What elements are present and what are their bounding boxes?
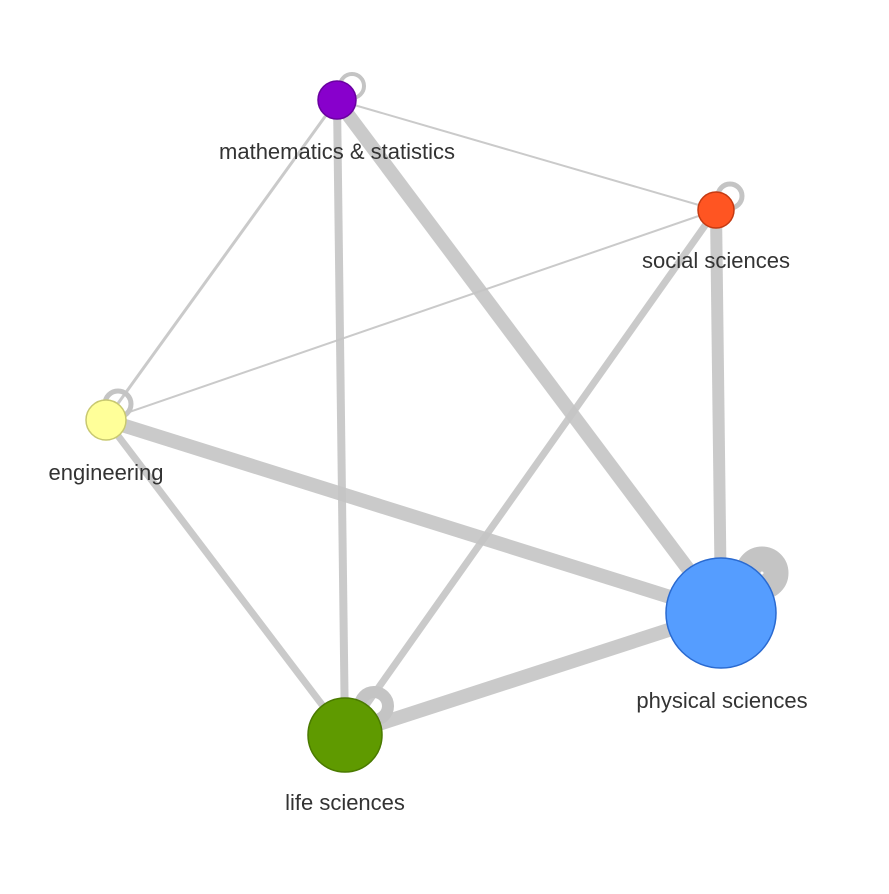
- edge-soc-phys: [710, 209, 727, 614]
- edge-soc-eng: [105, 209, 717, 421]
- edge-life-phys: [342, 606, 724, 742]
- edge-eng-life: [103, 417, 348, 738]
- node-label-phys: physical sciences: [636, 688, 807, 713]
- edge-eng-phys: [103, 413, 724, 620]
- node-label-soc: social sciences: [642, 248, 790, 273]
- node-soc[interactable]: [697, 191, 735, 229]
- node-eng[interactable]: [85, 399, 127, 441]
- edge-math-life: [333, 99, 349, 736]
- node-math[interactable]: [317, 80, 357, 120]
- edge-math-eng: [104, 99, 339, 421]
- node-label-eng: engineering: [49, 460, 164, 485]
- node-phys[interactable]: [665, 557, 777, 669]
- edge-math-phys: [331, 95, 727, 618]
- node-label-life: life sciences: [285, 790, 405, 815]
- node-label-math: mathematics & statistics: [219, 139, 455, 164]
- edge-soc-life: [342, 207, 719, 738]
- edge-math-soc: [336, 99, 717, 211]
- node-life[interactable]: [307, 697, 383, 773]
